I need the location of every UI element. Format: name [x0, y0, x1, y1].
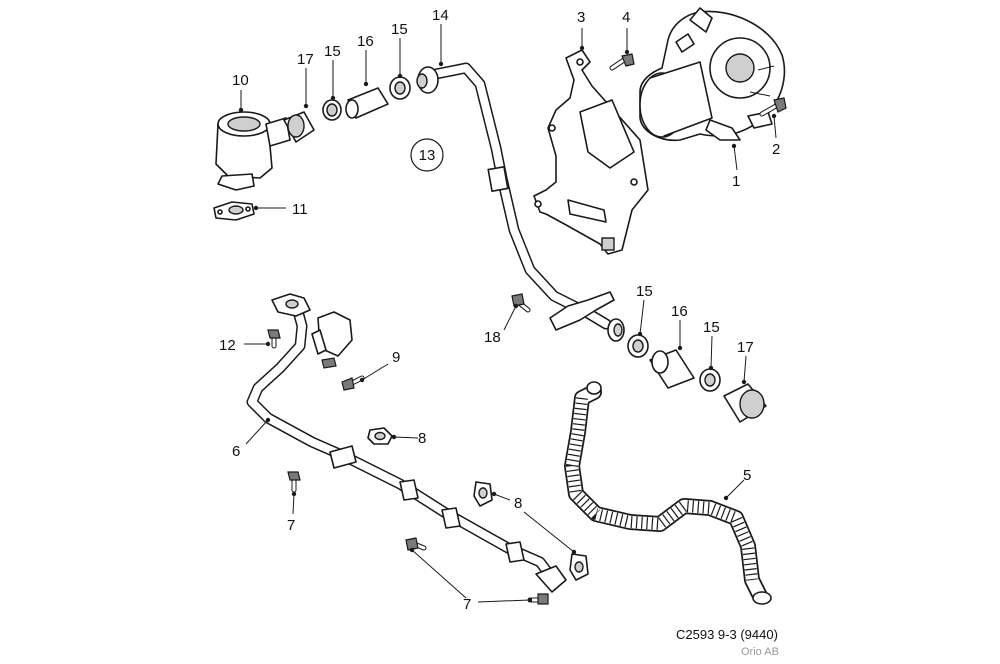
- callout-15b: 15: [324, 43, 341, 60]
- callout-3: 3: [577, 9, 585, 26]
- leader-lines: [240, 24, 777, 603]
- owner-credit: Orio AB: [741, 646, 779, 658]
- corrugated-hose: [564, 381, 772, 605]
- callout-7b: 7: [463, 596, 471, 613]
- bolt-7a: [287, 471, 301, 493]
- mounting-bracket: [533, 49, 649, 255]
- connector-9: [311, 311, 365, 391]
- callout-10: 10: [232, 72, 249, 89]
- leader-dots: [238, 45, 777, 603]
- bolt-7c: [527, 593, 549, 605]
- screw-18: [511, 293, 531, 313]
- bolt-7b: [405, 537, 427, 551]
- callout-2: 2: [772, 141, 780, 158]
- gasket-11: [213, 201, 255, 221]
- callout-7a: 7: [287, 517, 295, 534]
- callout-8b: 8: [514, 495, 522, 512]
- main-air-pipe: [416, 62, 625, 342]
- callout-13: 13: [419, 147, 436, 164]
- callout-9: 9: [392, 349, 400, 366]
- callout-11: 11: [292, 201, 308, 218]
- callout-8a: 8: [418, 430, 426, 447]
- bracket-bolt: [609, 53, 635, 71]
- gasket-8a: [367, 427, 393, 445]
- callout-17a: 17: [297, 51, 314, 68]
- air-pump: [639, 7, 786, 142]
- gasket-8c: [569, 553, 589, 581]
- callout-18: 18: [484, 329, 501, 346]
- check-valve: [215, 111, 291, 191]
- gasket-8b: [473, 481, 493, 507]
- callout-1: 1: [732, 173, 740, 190]
- bolt-12: [267, 329, 281, 349]
- callout-6: 6: [232, 443, 240, 460]
- callout-14: 14: [432, 7, 449, 24]
- lower-air-pipe: [246, 293, 567, 593]
- drawing-code: C2593 9-3 (9440): [676, 627, 778, 642]
- pump-bolt: [759, 97, 787, 117]
- lower-hose-set: [627, 334, 767, 423]
- callout-15d: 15: [703, 319, 720, 336]
- callout-labels: 1 2 3 4 5 6 7 7 8 8 9 10 11 12 13 14 15 …: [219, 7, 780, 613]
- callout-4: 4: [622, 9, 630, 26]
- callout-16b: 16: [671, 303, 688, 320]
- callout-16a: 16: [357, 33, 374, 50]
- callout-15c: 15: [636, 283, 653, 300]
- callout-5: 5: [743, 467, 751, 484]
- upper-hose-set: [283, 76, 411, 143]
- callout-12: 12: [219, 337, 236, 354]
- circled-callout-13: 13: [410, 138, 444, 172]
- callout-15a: 15: [391, 21, 408, 38]
- callout-17b: 17: [737, 339, 754, 356]
